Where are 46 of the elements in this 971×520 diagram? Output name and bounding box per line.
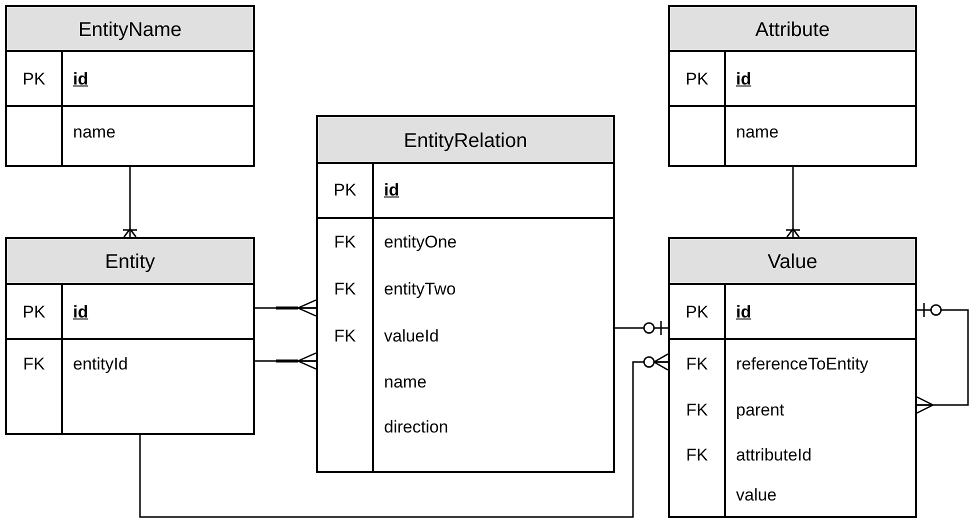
table-title: Entity: [104, 252, 156, 272]
key-label: FK: [685, 446, 709, 464]
entity-table: [5, 5, 255, 167]
table-title: Attribute: [755, 20, 830, 40]
field-name: id: [384, 182, 400, 198]
field-name: entityId: [73, 356, 128, 372]
entity-table: [668, 5, 917, 167]
field-name: entityOne: [384, 234, 457, 250]
relationship-line: [255, 298, 318, 318]
table-title: EntityRelation: [404, 130, 528, 150]
relationship-line: [916, 302, 969, 414]
key-label: PK: [332, 182, 358, 198]
entity-table: [668, 237, 917, 518]
field-name: attributeId: [736, 446, 812, 464]
relationship-line: [255, 352, 318, 370]
relationship-line: [139, 353, 669, 518]
relationship-line: [615, 320, 668, 336]
key-label: PK: [22, 304, 46, 320]
field-name: name: [384, 374, 427, 390]
key-label: FK: [333, 328, 357, 344]
field-name: name: [73, 124, 116, 140]
key-label: FK: [685, 356, 709, 372]
key-label: PK: [684, 70, 710, 88]
relationship-line: [785, 167, 801, 238]
key-label: FK: [333, 280, 357, 298]
field-name: value: [736, 486, 777, 504]
field-name: entityTwo: [384, 280, 456, 298]
entity-table: [316, 115, 615, 473]
field-name: name: [736, 124, 779, 140]
field-name: valueId: [384, 328, 439, 344]
table-title: Value: [768, 252, 818, 272]
field-name: id: [73, 70, 88, 88]
key-label: FK: [22, 356, 46, 372]
table-title: EntityName: [78, 20, 182, 40]
field-name: referenceToEntity: [736, 356, 868, 372]
field-name: id: [736, 304, 752, 320]
relationship-line: [122, 167, 138, 238]
key-label: PK: [22, 70, 46, 88]
field-name: direction: [384, 418, 448, 436]
key-label: PK: [684, 304, 710, 320]
field-name: id: [73, 304, 88, 320]
field-name: id: [736, 70, 752, 88]
key-label: FK: [685, 402, 709, 418]
key-label: FK: [333, 234, 357, 250]
field-name: parent: [736, 402, 784, 418]
entity-table: [5, 237, 255, 435]
